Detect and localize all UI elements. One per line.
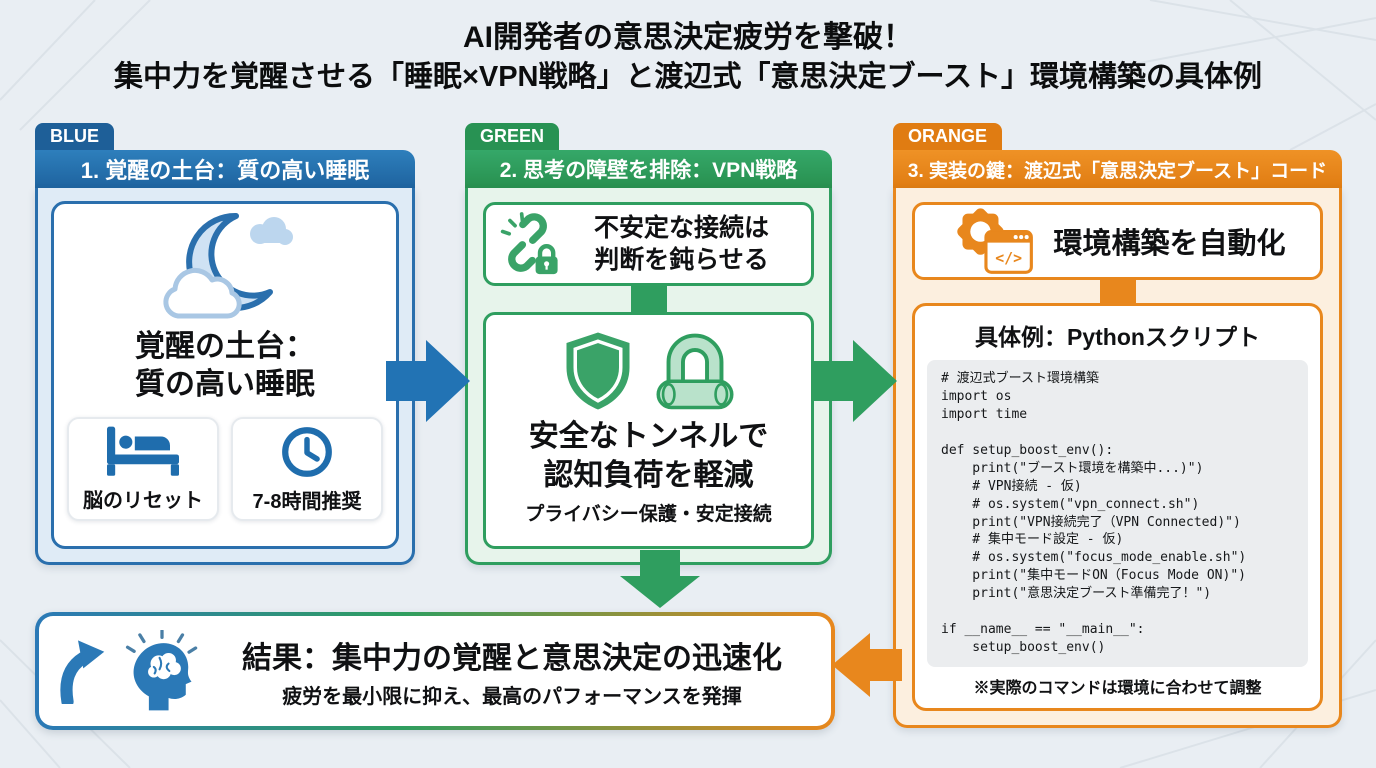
clock-icon [282, 426, 332, 477]
code-adjustment-note: ※実際のコマンドは環境に合わせて調整 [973, 680, 1262, 697]
chip-sleep-hours: 7-8時間推奨 [231, 416, 383, 521]
bed-icon [107, 426, 179, 476]
unstable-connection-box: 不安定な接続は 判断を鈍らせる [483, 202, 814, 286]
unstable-connection-text: 不安定な接続は 判断を鈍らせる [562, 212, 801, 277]
secure-tunnel-line2: 認知負荷を軽減 [543, 459, 754, 492]
green-column-body: 不安定な接続は 判断を鈍らせる [465, 188, 832, 565]
result-title: 結果：集中力の覚醒と意思決定の迅速化 [242, 642, 782, 675]
sleep-card-title-line2: 質の高い睡眠 [135, 367, 315, 401]
orange-column-body: </> 環境構築を自動化 具体例：Pythonスクリプト # 渡辺式ブースト環境… [893, 188, 1342, 728]
green-right-arrow [813, 340, 897, 422]
green-tab-label: GREEN [465, 123, 560, 150]
secure-tunnel-subtext: プライバシー保護・安定接続 [525, 504, 772, 525]
gear-code-window-icon: </> [957, 208, 1034, 274]
orange-column: ORANGE 3. 実装の鍵：渡辺式「意思決定ブースト」コード </> [893, 123, 1342, 728]
blue-right-arrow [386, 340, 470, 422]
blue-column-body: 覚醒の土台： 質の高い睡眠 脳のリセット [35, 188, 415, 565]
result-box-inner: 結果：集中力の覚醒と意思決定の迅速化 疲労を最小限に抑え、最高のパフォーマンスを… [39, 616, 831, 726]
python-code-block: # 渡辺式ブースト環境構築 import os import time def … [927, 360, 1308, 667]
tunnel-lock-icon [656, 333, 733, 410]
head-brain-icon [125, 630, 198, 711]
page-title: AI開発者の意思決定疲労を撃破！ 集中力を覚醒させる「睡眠×VPN戦略」と渡辺式… [0, 18, 1376, 97]
chip-sleep-hours-label: 7-8時間推奨 [252, 490, 362, 513]
blue-column: BLUE 1. 覚醒の土台：質の高い睡眠 覚醒の土台： 質の高い睡眠 [35, 123, 415, 565]
secure-tunnel-icons [561, 325, 737, 413]
secure-tunnel-box: 安全なトンネルで 認知負荷を軽減 プライバシー保護・安定接続 [483, 312, 814, 549]
orange-tab-label: ORANGE [893, 123, 1003, 150]
title-line-1: AI開発者の意思決定疲労を撃破！ [463, 21, 913, 54]
automation-box: </> 環境構築を自動化 [912, 202, 1323, 280]
small-cloud-icon [250, 217, 293, 245]
code-window-glyph: </> [996, 249, 1023, 267]
result-box: 結果：集中力の覚醒と意思決定の迅速化 疲労を最小限に抑え、最高のパフォーマンスを… [35, 612, 835, 730]
sleep-card-title: 覚醒の土台： 質の高い睡眠 [135, 328, 315, 404]
moon-and-clouds-icon [163, 212, 293, 319]
orange-connector [1099, 280, 1136, 303]
big-cloud-icon [163, 267, 242, 319]
chip-brain-reset: 脳のリセット [67, 416, 219, 521]
green-connector [630, 286, 667, 312]
blue-tab-label: BLUE [35, 123, 114, 150]
green-down-arrow [620, 550, 700, 608]
orange-left-arrow [832, 633, 902, 697]
python-script-box: 具体例：Pythonスクリプト # 渡辺式ブースト環境構築 import os … [912, 303, 1323, 711]
result-text: 結果：集中力の覚醒と意思決定の迅速化 疲労を最小限に抑え、最高のパフォーマンスを… [211, 633, 813, 709]
secure-tunnel-text: 安全なトンネルで 認知負荷を軽減 [529, 417, 768, 495]
title-line-2: 集中力を覚醒させる「睡眠×VPN戦略」と渡辺式「意思決定ブースト」環境構築の具体… [113, 60, 1263, 93]
orange-column-header: 3. 実装の鍵：渡辺式「意思決定ブースト」コード [893, 150, 1342, 188]
green-column-header: 2. 思考の障壁を排除：VPN戦略 [465, 150, 832, 188]
up-arrow-icon [60, 640, 105, 704]
sleep-card-title-line1: 覚醒の土台： [135, 330, 315, 363]
sleep-chips-row: 脳のリセット 7-8時間推奨 [67, 416, 383, 521]
green-column: GREEN 2. 思考の障壁を排除：VPN戦略 [465, 123, 832, 565]
chip-brain-reset-label: 脳のリセット [83, 489, 203, 512]
result-subtitle: 疲労を最小限に抑え、最高のパフォーマンスを発揮 [282, 686, 742, 708]
code-example-title: 具体例：Pythonスクリプト [975, 324, 1260, 350]
automation-label: 環境構築を自動化 [1053, 228, 1286, 260]
shield-icon [566, 332, 629, 410]
unstable-connection-line1: 不安定な接続は [593, 213, 769, 242]
broken-link-lock-icon [500, 212, 558, 275]
blue-column-header: 1. 覚醒の土台：質の高い睡眠 [35, 150, 415, 188]
secure-tunnel-line1: 安全なトンネルで [528, 420, 769, 453]
sleep-foundation-card: 覚醒の土台： 質の高い睡眠 脳のリセット [51, 201, 399, 549]
unstable-connection-line2: 判断を鈍らせる [594, 246, 769, 274]
